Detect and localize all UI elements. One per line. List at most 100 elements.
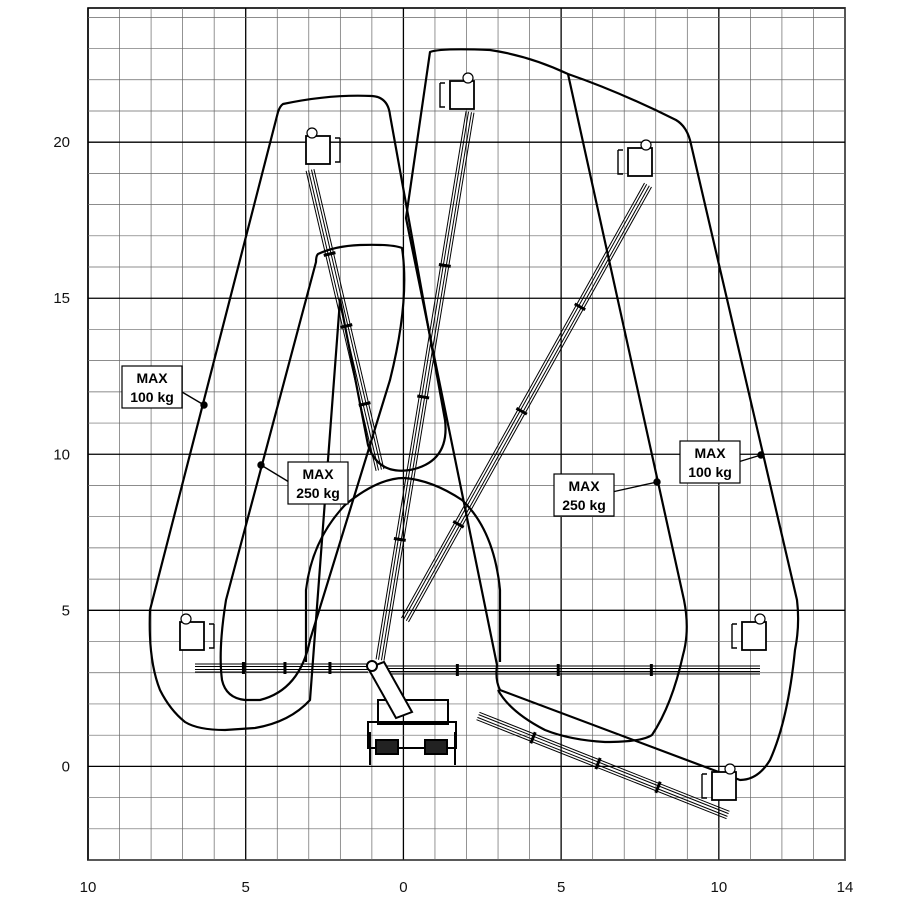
capacity-markers [181,391,765,493]
leader-right-outer [737,454,762,463]
boom-collar [654,781,662,794]
boom-section-line [378,111,470,660]
platform-basket [731,613,767,651]
zone-label-left-inner-line2: 250 kg [296,485,340,501]
zone-label-left-outer-line1: MAX [136,370,168,386]
boom-section-line [479,711,730,812]
operator-head [640,139,652,151]
x-tick-label: 10 [710,879,727,896]
basket-rail [701,773,707,799]
machine-base [366,660,457,765]
boom-section-line [401,182,645,619]
basket-rail [209,623,215,649]
boom-collar [358,401,371,407]
boom-1 [305,127,385,472]
zone-label-right-outer: MAX 100 kg [679,440,741,484]
left-track [375,739,399,755]
boom-6 [476,711,737,820]
boom-section-line [305,170,377,472]
booms [179,72,767,820]
boom-section-line [477,716,728,817]
boom-section-line [403,184,648,620]
y-tick-label: 0 [62,758,70,775]
y-tick-label: 5 [62,602,70,619]
zone-label-left-outer: MAX 100 kg [121,365,183,409]
platform-basket [701,763,737,801]
boom-section-line [313,168,385,470]
leader-left-outer [181,391,205,406]
boom-4 [179,613,368,674]
boom-collar [417,394,430,400]
zone-label-right-inner-line1: MAX [568,478,600,494]
boom-collar [438,262,451,268]
zone-label-left-outer-line2: 100 kg [130,389,174,405]
platform-basket [439,72,475,110]
leader-right-inner [611,481,658,493]
platform-basket [179,613,215,651]
basket-rail [731,623,737,649]
basket-body [741,621,767,651]
platform-basket [305,127,341,165]
operator-head [306,127,318,139]
x-tick-label: 14 [837,879,854,896]
boom-collar [594,757,602,770]
boom-section-line [383,112,475,661]
y-axis-tick-labels: 0 5 10 15 20 [53,134,70,775]
operator-head [724,763,736,775]
basket-body [305,135,331,165]
boom-collar [340,323,353,329]
envelope-right-outer-100kg [404,48,800,782]
envelope-center-dome [304,476,502,662]
basket-rail [335,137,341,163]
boom-collar [573,302,586,312]
x-tick-label: 0 [399,879,407,896]
basket-body [449,80,475,110]
boom-section-line [380,112,472,661]
boom-collar [452,520,465,529]
zone-label-left-inner-line1: MAX [302,466,334,482]
boom-section-line [408,186,652,623]
basket-rail [439,82,445,108]
zone-label-right-outer-line2: 100 kg [688,464,732,480]
y-tick-label: 20 [53,134,70,151]
boom-collar [515,406,528,416]
platform-basket [617,139,653,177]
zone-label-left-inner: MAX 250 kg [287,461,349,505]
boom-5 [372,613,767,676]
basket-body [711,771,737,801]
grid [87,7,846,861]
boom-section-line [405,185,650,621]
boom-collar [393,536,406,542]
y-tick-label: 15 [53,290,70,307]
operator-head [754,613,766,625]
zone-label-right-inner: MAX 250 kg [553,473,615,517]
boom-section-line [375,111,467,660]
envelope-left-inner-250kg [219,243,406,702]
x-tick-label: 5 [557,879,565,896]
zone-label-right-outer-line1: MAX [694,445,726,461]
boom-pivot [366,660,378,672]
boom-section-line [478,714,729,815]
zone-label-right-inner-line2: 250 kg [562,497,606,513]
boom-collar [529,731,537,744]
machine-body [377,699,449,725]
right-track [424,739,448,755]
boom-collar [323,251,336,257]
envelope-right-inner-250kg [497,73,688,744]
x-tick-label: 10 [80,879,97,896]
operator-head [462,72,474,84]
x-tick-label: 5 [242,879,250,896]
leader-left-inner [260,464,290,483]
turret-link [366,660,414,720]
basket-rail [617,149,623,175]
boom-2 [375,72,475,661]
y-tick-label: 10 [53,446,70,463]
basket-body [179,621,205,651]
envelope-left-outer-100kg [148,94,447,732]
x-axis-tick-labels: 10 5 0 5 10 14 [80,879,854,896]
boom-3 [401,139,653,623]
working-envelopes [148,48,800,782]
operator-head [180,613,192,625]
basket-body [627,147,653,177]
